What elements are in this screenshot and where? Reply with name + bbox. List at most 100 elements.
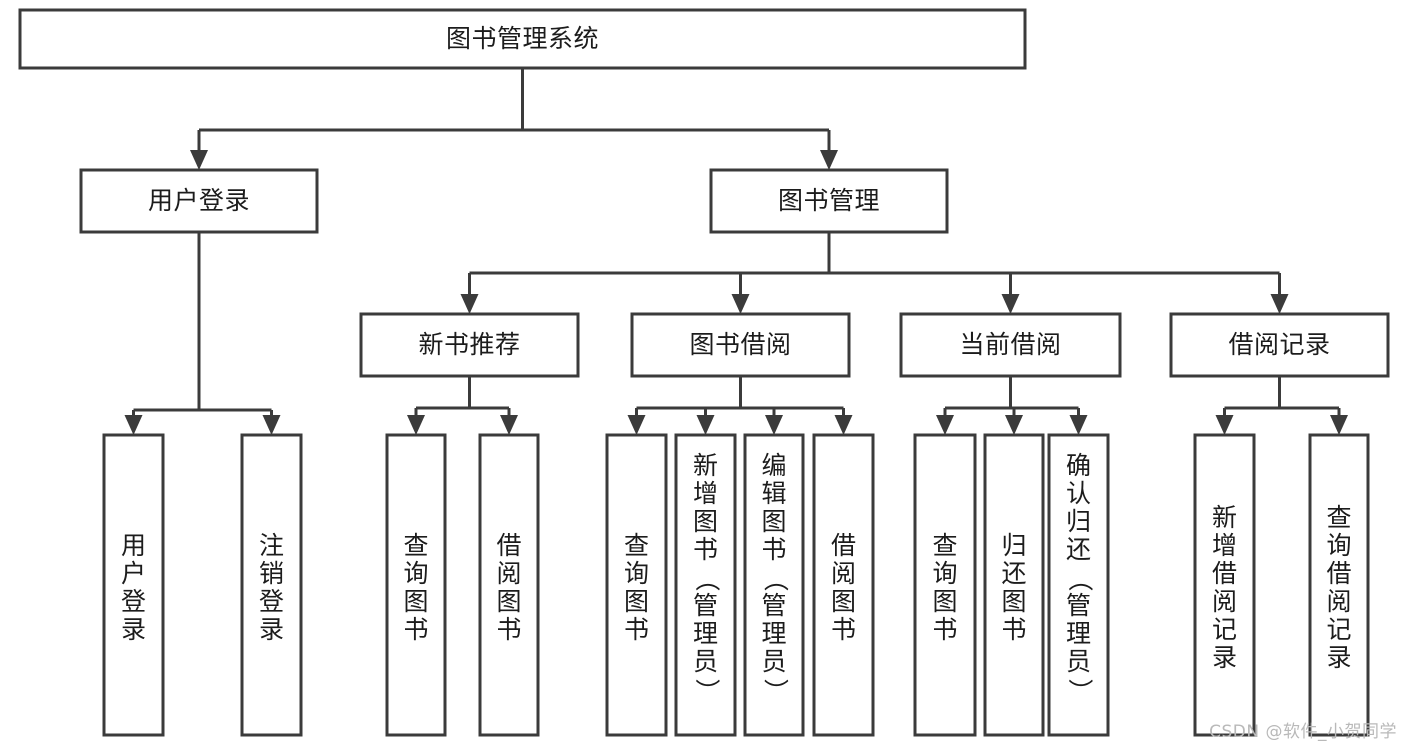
node-label-char: 借 <box>831 531 856 560</box>
node-label-char: 新 <box>693 451 718 480</box>
node-label-char: 书 <box>761 535 786 564</box>
node-box-new-book-recommend <box>359 312 580 378</box>
node-label-char: 员 <box>761 647 786 676</box>
arrowhead-icon <box>834 415 853 435</box>
node-box-book-borrow <box>630 312 851 378</box>
node-label-char: 书 <box>624 615 649 644</box>
node-label-char: 录 <box>1326 643 1351 672</box>
node-label-char: 图 <box>403 587 428 616</box>
node-label-char: 询 <box>624 559 649 588</box>
watermark-label: CSDN @软件_小贺同学 <box>1209 722 1397 742</box>
node-label-char: 员 <box>1066 647 1091 676</box>
arrowhead-icon <box>1001 294 1020 314</box>
node-label-char: 查 <box>624 531 649 560</box>
node-book-borrow[interactable]: 图书借阅 <box>630 312 851 378</box>
node-label-char: 图 <box>761 507 786 536</box>
node-box-current-borrow <box>899 312 1122 378</box>
node-label-current-borrow: 当前借阅 <box>959 330 1061 359</box>
node-box-leaf-borrow-book-1 <box>478 433 540 737</box>
arrowhead-icon <box>124 415 143 435</box>
node-label-char: 编 <box>761 451 786 480</box>
node-borrow-record[interactable]: 借阅记录 <box>1169 312 1390 378</box>
node-label-char: ） <box>693 678 722 703</box>
node-label-char: 理 <box>1066 619 1091 648</box>
node-label-borrow-record: 借阅记录 <box>1228 330 1330 359</box>
node-box-root <box>18 8 1027 70</box>
node-label-char: 理 <box>693 619 718 648</box>
node-label-char: 管 <box>693 591 718 620</box>
node-box-book-manage <box>709 168 949 234</box>
node-label-char: 阅 <box>1212 587 1237 616</box>
node-label-char: 书 <box>693 535 718 564</box>
node-box-leaf-query-book-1 <box>385 433 447 737</box>
node-user-login[interactable]: 用户登录 <box>79 168 319 234</box>
node-box-leaf-borrow-book-2 <box>812 433 875 737</box>
node-label-char: 询 <box>403 559 428 588</box>
node-label-char: （ <box>761 566 790 591</box>
node-label-char: 图 <box>932 587 957 616</box>
node-box-leaf-return-book <box>983 433 1045 737</box>
node-book-manage[interactable]: 图书管理 <box>709 168 949 234</box>
node-label-char: 登 <box>259 587 284 616</box>
node-label-char: 查 <box>932 531 957 560</box>
node-box-leaf-query-record <box>1308 433 1370 737</box>
node-box-leaf-edit-book <box>743 433 805 737</box>
arrowhead-icon <box>407 415 425 435</box>
node-label-char: 询 <box>932 559 957 588</box>
node-label-char: 录 <box>259 615 284 644</box>
node-box-borrow-record <box>1169 312 1390 378</box>
node-label-char: 管 <box>761 591 786 620</box>
node-box-leaf-query-book-2 <box>605 433 668 737</box>
node-label-char: 新 <box>1212 503 1237 532</box>
arrowhead-icon <box>820 150 838 170</box>
node-label-char: 借 <box>1326 559 1351 588</box>
node-box-leaf-logout <box>240 433 303 737</box>
node-label-char: （ <box>1066 566 1095 591</box>
node-label-char: 辑 <box>761 479 786 508</box>
node-label-char: 阅 <box>1326 587 1351 616</box>
arrowhead-icon <box>1005 415 1023 435</box>
node-label-char: 增 <box>1212 531 1237 560</box>
node-root[interactable]: 图书管理系统 <box>18 8 1027 70</box>
node-label-book-manage: 图书管理 <box>778 186 880 215</box>
node-label-char: 图 <box>1001 587 1026 616</box>
node-box-user-login <box>79 168 319 234</box>
arrowhead-icon <box>936 415 954 435</box>
arrowhead-icon <box>1069 415 1088 435</box>
arrowhead-icon <box>765 415 783 435</box>
node-label-char: 书 <box>932 615 957 644</box>
node-label-char: 借 <box>496 531 521 560</box>
node-leaf-user-login[interactable]: 用户登录 <box>102 433 165 737</box>
node-label-char: ） <box>1066 678 1095 703</box>
node-label-char: 理 <box>761 619 786 648</box>
node-label-char: 书 <box>831 615 856 644</box>
node-label-char: 还 <box>1066 535 1091 564</box>
node-label-char: 图 <box>693 507 718 536</box>
node-label-char: 录 <box>1212 643 1237 672</box>
node-label-book-borrow: 图书借阅 <box>689 330 791 359</box>
node-label-char: 书 <box>1001 615 1026 644</box>
node-current-borrow[interactable]: 当前借阅 <box>899 312 1122 378</box>
node-label-user-login: 用户登录 <box>148 186 250 215</box>
arrowhead-icon <box>627 415 646 435</box>
node-label-char: 图 <box>624 587 649 616</box>
arrowhead-icon <box>696 415 715 435</box>
node-new-book-recommend[interactable]: 新书推荐 <box>359 312 580 378</box>
node-label-char: 阅 <box>831 559 856 588</box>
node-label-char: 销 <box>259 559 284 588</box>
node-label-char: 还 <box>1001 559 1026 588</box>
